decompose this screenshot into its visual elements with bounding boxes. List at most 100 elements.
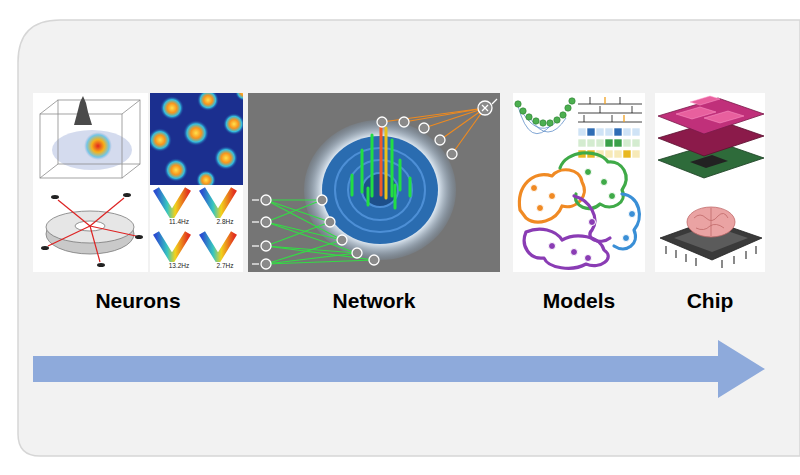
- attractor-network-figure: [369, 255, 379, 265]
- grid-cell-heatmap: [214, 146, 238, 170]
- models-figure: [519, 153, 639, 268]
- place-field-figure: [58, 100, 140, 164]
- models-figure: [584, 115, 585, 122]
- models-figure: [614, 139, 622, 147]
- models-figure: [537, 205, 544, 212]
- frequency-label: 11.4Hz: [164, 218, 194, 226]
- models-figure: [524, 229, 608, 268]
- attractor-network-figure: [377, 117, 387, 127]
- models-figure: [629, 211, 636, 218]
- models-figure: [623, 150, 631, 158]
- place-field-figure: [84, 132, 112, 160]
- attractor-network-figure: [385, 128, 388, 198]
- models-figure: [531, 185, 538, 192]
- grid-cell-heatmap: [235, 93, 243, 101]
- models-figure: [632, 106, 633, 113]
- models-figure: [614, 128, 622, 136]
- grid-cell-heatmap: [197, 93, 219, 111]
- grid-cell-heatmap: [183, 120, 209, 146]
- attractor-network-figure: [352, 248, 362, 258]
- models-figure: [526, 114, 532, 120]
- attractor-network-figure: [452, 108, 485, 154]
- frequency-label: 2.8Hz: [210, 218, 240, 226]
- attractor-network-figure: [266, 222, 330, 246]
- tuning-curve-plots: [150, 185, 243, 272]
- models-figure: [605, 139, 613, 147]
- models-figure: [578, 128, 586, 136]
- models-figure: [569, 98, 575, 104]
- models-figure: [578, 97, 642, 122]
- head-direction-torus: [135, 235, 143, 239]
- chip-figure: [695, 258, 696, 266]
- models-figure: [623, 139, 631, 147]
- head-direction-torus: [41, 193, 143, 267]
- models-figure: [533, 118, 539, 124]
- models-figure: [612, 115, 613, 122]
- attractor-network-figure: [371, 135, 374, 196]
- models-figure: [585, 255, 592, 262]
- timeline-arrow: [33, 340, 765, 398]
- chip-figure: [755, 246, 756, 254]
- place-field-figure: [40, 100, 140, 178]
- panel-label: Models: [543, 289, 615, 313]
- image-panel: Chip: [655, 93, 765, 313]
- head-direction-torus: [51, 195, 59, 199]
- attractor-network-figure: [419, 123, 429, 133]
- models-figure: [513, 93, 645, 272]
- chip-figure: [696, 224, 724, 229]
- attractor-network-figure: [351, 175, 354, 195]
- models-figure: [549, 243, 556, 250]
- models-figure: [520, 108, 526, 114]
- attractor-network-figure: [266, 200, 374, 264]
- place-field-figure: [74, 96, 92, 125]
- models-figure: [623, 115, 624, 122]
- models-figure: [585, 169, 592, 176]
- image-panel: Neurons: [33, 93, 243, 313]
- chip-figure: [721, 260, 722, 268]
- models-figure: [600, 106, 601, 113]
- head-direction-torus: [123, 193, 131, 197]
- models-figure: [632, 139, 640, 147]
- models-figure: [549, 193, 556, 200]
- models-figure: [530, 118, 566, 132]
- attractor-network-figure: [261, 259, 271, 269]
- chip-figure: [733, 256, 734, 264]
- chip-figure: [694, 208, 728, 236]
- head-direction-torus: [97, 263, 105, 267]
- head-direction-torus: [41, 246, 49, 250]
- background-panel: [18, 20, 800, 456]
- attractor-network-figure: [252, 99, 497, 264]
- grid-cell-heatmap: [223, 113, 243, 135]
- attractor-network-figure: [261, 101, 492, 269]
- head-direction-torus: [58, 200, 90, 226]
- attractor-network-figure: [391, 140, 394, 196]
- attractor-network-figure: [266, 200, 342, 240]
- attractor-network-figure: [317, 195, 327, 205]
- models-figure: [578, 122, 642, 123]
- models-figure: [515, 98, 575, 126]
- models-figure: [515, 101, 521, 107]
- attractor-network-figure: [399, 160, 402, 190]
- models-figure: [605, 97, 624, 122]
- place-field-figure: [40, 164, 58, 178]
- attractor-network-figure: [394, 185, 397, 208]
- attractor-network-figure: [478, 101, 492, 115]
- models-figure: [587, 128, 595, 136]
- attractor-network-figure: [252, 245, 259, 246]
- models-figure: [623, 128, 631, 136]
- attractor-network-figure: [380, 120, 383, 195]
- panel-label: Neurons: [95, 289, 180, 313]
- head-direction-torus: [48, 198, 136, 262]
- models-figure: [513, 93, 645, 272]
- models-figure: [589, 219, 596, 226]
- chip-figure: [655, 93, 765, 272]
- tuning-curve-plots: [202, 189, 234, 215]
- models-figure: [605, 128, 613, 136]
- panel-label: Network: [333, 289, 416, 313]
- attractor-network-figure: [424, 108, 485, 128]
- grid-cell-heatmap: [150, 128, 172, 152]
- attractor-network-figure: [261, 241, 271, 251]
- head-direction-torus: [90, 226, 100, 262]
- head-direction-torus: [33, 185, 148, 272]
- grid-cell-heatmap: [196, 170, 216, 185]
